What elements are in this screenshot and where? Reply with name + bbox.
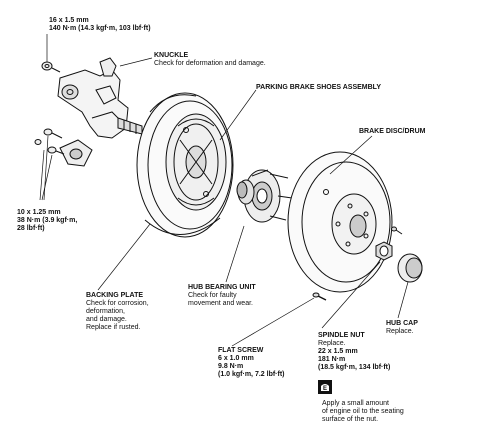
flat-screw [312, 292, 327, 301]
backing-plate-title: BACKING PLATE [86, 292, 144, 299]
spindle-nut-desc: Replace. [318, 340, 346, 347]
flat-screw-torque: 9.8 N·m [218, 363, 244, 370]
svg-text:E: E [323, 386, 327, 392]
knuckle-label: KNUCKLE Check for deformation and damage… [154, 52, 266, 68]
hub-bearing-label: HUB BEARING UNIT Check for faulty moveme… [188, 284, 256, 308]
parking-brake-title: PARKING BRAKE SHOES ASSEMBLY [256, 84, 381, 91]
backing-plate-desc: Replace if rusted. [86, 324, 141, 331]
hub-cap-label: HUB CAP Replace. [386, 320, 418, 336]
oil-can-icon: E [318, 380, 332, 394]
leader-lines [39, 34, 409, 347]
flat-screw-torque-alt: (1.0 kgf·m, 7.2 lbf·ft) [218, 371, 285, 378]
spindle-nut-torque: 181 N·m [318, 356, 346, 363]
brake-disc-drum [287, 151, 393, 293]
knuckle-title: KNUCKLE [154, 52, 189, 59]
flat-screw-size: 6 x 1.0 mm [218, 355, 254, 362]
plate-bolt-size: 10 x 1.25 mm [17, 209, 61, 216]
hub-bearing-title: HUB BEARING UNIT [188, 284, 256, 291]
parking-brake-shoes [165, 113, 227, 211]
oil-note: Apply a small amount of engine oil to th… [322, 400, 404, 424]
hub-bearing-desc: movement and wear. [188, 300, 253, 307]
knuckle-bolt-size: 16 x 1.5 mm [49, 17, 89, 24]
oil-note-line: Apply a small amount [322, 400, 389, 407]
backing-plate-desc: Check for corrosion, [86, 300, 149, 307]
flat-screw-label: FLAT SCREW 6 x 1.0 mm 9.8 N·m (1.0 kgf·m… [218, 347, 285, 379]
plate-bolt-torque: 38 N·m (3.9 kgf·m, [17, 217, 78, 224]
brake-disc-title: BRAKE DISC/DRUM [359, 128, 426, 135]
backing-plate-desc: and damage. [86, 316, 127, 323]
disc-screw [391, 226, 403, 235]
oil-note-line: of engine oil to the seating [322, 408, 404, 415]
spindle-nut-torque-alt: (18.5 kgf·m, 134 lbf·ft) [318, 364, 391, 371]
plate-bolt-torque-lbf: 28 lbf·ft) [17, 225, 45, 232]
knuckle [34, 57, 143, 167]
spindle-nut [375, 241, 393, 261]
backing-plate-label: BACKING PLATE Check for corrosion, defor… [86, 292, 149, 332]
knuckle-bolt-label: 16 x 1.5 mm 140 N·m (14.3 kgf·m, 103 lbf… [49, 17, 151, 33]
hub-cap-desc: Replace. [386, 328, 414, 335]
knuckle-desc: Check for deformation and damage. [154, 60, 266, 67]
oil-note-line: surface of the nut. [322, 416, 379, 423]
spindle-nut-size: 22 x 1.5 mm [318, 348, 358, 355]
backing-plate-desc: deformation, [86, 308, 125, 315]
plate-bolt-label: 10 x 1.25 mm 38 N·m (3.9 kgf·m, 28 lbf·f… [17, 209, 77, 233]
hub-bearing-unit [236, 169, 293, 223]
spindle-nut-title: SPINDLE NUT [318, 332, 365, 339]
hub-bearing-desc: Check for faulty [188, 292, 237, 299]
knuckle-bolt-torque: 140 N·m (14.3 kgf·m, 103 lbf·ft) [49, 25, 151, 32]
knuckle-bolt [41, 61, 61, 73]
brake-disc-label: BRAKE DISC/DRUM [359, 128, 426, 136]
parking-brake-label: PARKING BRAKE SHOES ASSEMBLY [256, 84, 381, 92]
hub-cap [397, 253, 423, 283]
hub-cap-title: HUB CAP [386, 320, 418, 327]
spindle-nut-label: SPINDLE NUT Replace. 22 x 1.5 mm 181 N·m… [318, 332, 390, 372]
flat-screw-title: FLAT SCREW [218, 347, 264, 354]
